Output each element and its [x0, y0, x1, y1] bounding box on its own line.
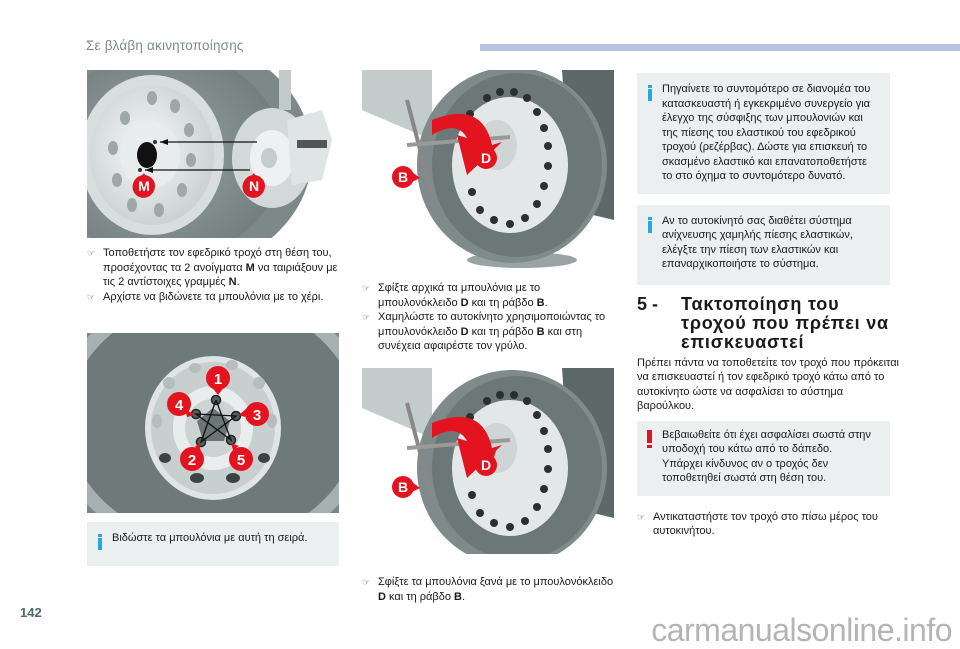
figure-wrench-final-tighten: D B	[362, 368, 614, 554]
instruction-item: ☞ Σφίξτε αρχικά τα μπουλόνια με το μπουλ…	[362, 282, 548, 309]
label-n: N	[249, 178, 259, 194]
warning-exclamation-icon	[647, 429, 652, 448]
page-number: 142	[20, 605, 42, 620]
info-icon	[98, 534, 102, 550]
order-marker-4: 4	[167, 392, 195, 417]
figure-bolt-tightening-order: 1 4 3 2 5	[87, 333, 339, 513]
warning-text-line: Υπάρχει κίνδυνος αν ο τροχός δεν τοποθετ…	[662, 457, 829, 485]
info-note-service: Πηγαίνετε το συντομότερο σε διανομέα του…	[637, 73, 890, 194]
pointing-hand-icon: ☞	[637, 511, 646, 522]
column3-instructions: ☞ Αντικαταστήστε τον τροχό στο πίσω μέρο…	[637, 510, 892, 539]
pointing-hand-icon: ☞	[362, 312, 371, 322]
instruction-item: ☞ Αντικαταστήστε τον τροχό στο πίσω μέρο…	[637, 510, 878, 538]
warning-note: Βεβαιωθείτε ότι έχει ασφαλίσει σωστά στη…	[637, 420, 890, 496]
section-paragraph: Πρέπει πάντα να τοποθετείτε τον τροχό πο…	[637, 356, 900, 413]
header-accent-bar	[480, 44, 960, 51]
section-title: Τακτοποίηση του τροχού που πρέπει να επι…	[681, 293, 889, 352]
column2-instructions: ☞ Σφίξτε αρχικά τα μπουλόνια με το μπουλ…	[362, 281, 617, 354]
column3: Πηγαίνετε το συντομότερο σε διανομέα του…	[637, 73, 899, 539]
order-marker-3: 3	[239, 402, 269, 426]
instruction-item: ☞ Σφίξτε τα μπουλόνια ξανά με το μπουλον…	[362, 576, 614, 603]
order-label-4: 4	[175, 397, 184, 414]
pointing-hand-icon: ☞	[362, 283, 371, 293]
label-d-marker: D	[475, 451, 497, 476]
column2-instructions-final: ☞ Σφίξτε τα μπουλόνια ξανά με το μπουλον…	[362, 575, 620, 604]
info-note-text: Αν το αυτοκίνητό σας διαθέτει σύστημα αν…	[662, 214, 853, 271]
pointing-hand-icon: ☞	[87, 248, 96, 258]
pointing-hand-icon: ☞	[362, 577, 371, 587]
warning-text-line: Βεβαιωθείτε ότι έχει ασφαλίσει σωστά στη…	[662, 428, 871, 456]
label-d: D	[481, 150, 491, 166]
instruction-item: ☞ Χαμηλώστε το αυτοκίνητο χρησιμοποιώντα…	[362, 311, 606, 352]
order-marker-1: 1	[206, 366, 230, 395]
label-b: B	[398, 479, 408, 495]
info-icon	[648, 216, 652, 233]
label-d-marker: D	[475, 144, 497, 169]
info-note-text: Πηγαίνετε το συντομότερο σε διανομέα του…	[662, 83, 871, 182]
section-heading: 5 - Τακτοποίηση του τροχού που πρέπει να…	[637, 293, 892, 352]
section-number: 5 -	[637, 293, 659, 314]
info-note-tpms: Αν το αυτοκίνητό σας διαθέτει σύστημα αν…	[637, 204, 890, 285]
order-label-3: 3	[253, 407, 261, 424]
instruction-item: ☞ Τοποθετήστε τον εφεδρικό τροχό στη θέσ…	[87, 247, 338, 288]
info-note-bolt-order: Βιδώστε τα μπουλόνια με αυτή τη σειρά.	[87, 522, 339, 566]
label-m: M	[138, 178, 150, 194]
figure-wheel-alignment: M N	[87, 70, 339, 238]
instruction-item: ☞ Αρχίστε να βιδώνετε τα μπουλόνια με το…	[87, 290, 324, 303]
order-marker-5: 5	[229, 443, 253, 471]
order-label-1: 1	[214, 371, 222, 388]
label-m-marker: M	[132, 173, 155, 198]
order-label-5: 5	[237, 452, 245, 469]
watermark: carmanualsonline.info	[651, 612, 952, 648]
pointing-hand-icon: ☞	[87, 291, 96, 302]
label-b-marker: B	[392, 476, 420, 498]
info-icon	[648, 85, 652, 101]
order-marker-2: 2	[180, 443, 204, 471]
column1-instructions: ☞ Τοποθετήστε τον εφεδρικό τροχό στη θέσ…	[87, 246, 339, 304]
figure-wrench-initial-tighten: D B	[362, 70, 614, 270]
order-label-2: 2	[188, 452, 196, 469]
label-d: D	[481, 457, 491, 473]
label-n-marker: N	[242, 173, 265, 198]
label-b-marker: B	[392, 166, 420, 188]
label-b: B	[398, 169, 408, 185]
info-note-text: Βιδώστε τα μπουλόνια με αυτή τη σειρά.	[112, 532, 308, 544]
running-header-title: Σε βλάβη ακινητοποίησης	[86, 38, 244, 53]
